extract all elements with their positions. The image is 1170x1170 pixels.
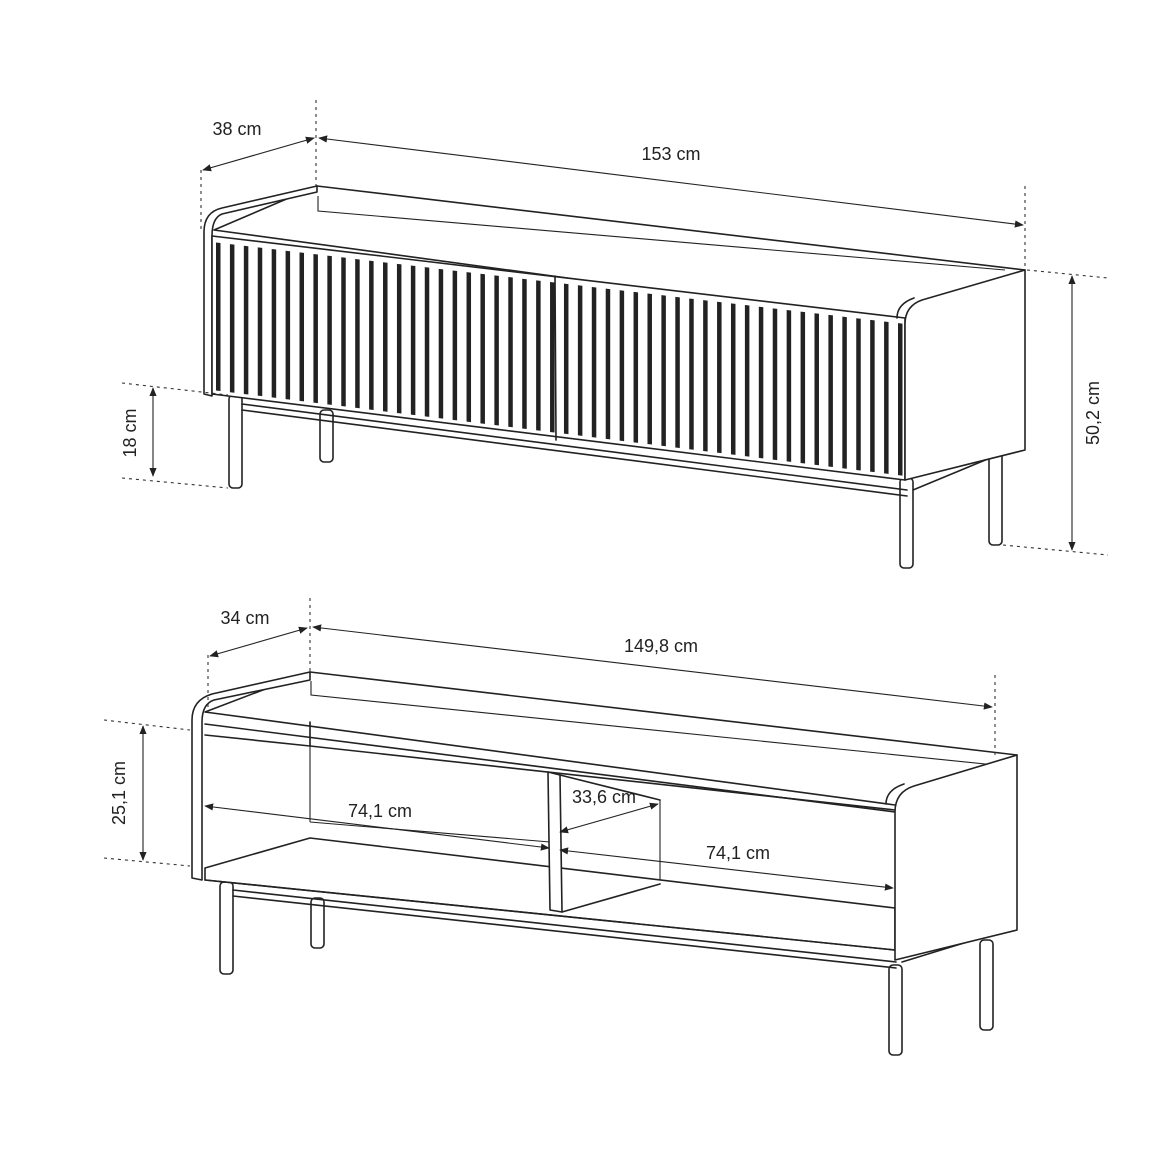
door-slat	[786, 309, 792, 462]
door-slat	[383, 262, 388, 412]
divider-top-edge	[559, 774, 661, 801]
open-right-side-round	[885, 783, 905, 805]
label-inner-depth: 33,6 cm	[572, 787, 636, 807]
door-slat	[800, 311, 806, 464]
top-board-depth	[204, 721, 896, 811]
door-slat	[550, 281, 555, 433]
door-slat	[814, 313, 819, 466]
door-slat	[605, 288, 611, 440]
door-slat	[675, 296, 680, 448]
label-shelf-height: 25,1 cm	[109, 761, 129, 825]
door-slat	[508, 277, 513, 428]
door-slat	[647, 293, 652, 445]
closed-cabinet-view	[203, 185, 1026, 569]
door-slat	[438, 268, 444, 419]
dimension-labels: 38 cm 153 cm 18 cm 50,2 cm 34 cm 149,8 c…	[109, 119, 1103, 863]
door-slat	[327, 255, 332, 405]
door-slat	[772, 308, 778, 461]
door-slat	[313, 254, 318, 404]
bottom-shelf-front	[204, 879, 896, 951]
door-slat	[744, 305, 750, 457]
door-slat	[216, 242, 221, 391]
door-slat	[870, 319, 875, 473]
label-left-compartment: 74,1 cm	[348, 801, 412, 821]
door-slat	[229, 244, 235, 393]
door-slat	[396, 263, 402, 414]
open-right-side-panel	[894, 754, 1018, 961]
door-slat	[410, 265, 416, 416]
left-side-panel	[203, 185, 318, 397]
door-split	[554, 275, 557, 441]
door-slat	[271, 249, 277, 398]
right-side-round	[896, 297, 915, 319]
door-slat	[842, 316, 847, 469]
door-slat	[299, 252, 305, 402]
cabinet-legs	[228, 394, 1003, 569]
door-slat	[577, 285, 583, 436]
door-slat	[355, 258, 360, 409]
door-slat	[424, 267, 430, 417]
door-slat	[341, 257, 346, 407]
open-top-inner-edge	[310, 681, 996, 766]
door-slat	[285, 250, 291, 400]
door-slat	[717, 301, 722, 454]
closed-view-dimensions	[121, 100, 1109, 556]
door-slat	[661, 295, 666, 447]
door-slat	[703, 300, 708, 452]
open-base-rail	[232, 889, 897, 969]
fluted-doors	[216, 242, 903, 476]
door-slat	[536, 280, 541, 431]
open-cabinet-legs	[219, 881, 994, 1056]
base-rail	[241, 403, 908, 497]
door-slat	[689, 298, 694, 450]
door-slat	[898, 323, 903, 476]
door-slat	[563, 283, 569, 435]
label-closed-depth: 38 cm	[212, 119, 261, 139]
label-closed-width: 153 cm	[641, 144, 700, 164]
door-slat	[257, 247, 263, 397]
label-right-compartment: 74,1 cm	[706, 843, 770, 863]
top-inner-edge	[317, 196, 1006, 271]
open-view-dimensions	[103, 598, 996, 891]
label-total-height: 50,2 cm	[1083, 381, 1103, 445]
door-slat	[522, 278, 527, 429]
door-slat	[633, 291, 639, 443]
door-slat	[856, 318, 861, 471]
label-open-depth: 34 cm	[220, 608, 269, 628]
open-top-panel	[204, 671, 1018, 806]
door-slat	[494, 275, 499, 426]
label-open-width: 149,8 cm	[624, 636, 698, 656]
door-slat	[243, 245, 249, 395]
label-leg-height: 18 cm	[120, 408, 140, 457]
door-slat	[730, 303, 736, 455]
door-slat	[369, 260, 374, 410]
door-slat	[452, 270, 458, 421]
door-slat	[619, 290, 625, 442]
open-cabinet-view	[191, 671, 1018, 1056]
door-slat	[758, 306, 764, 459]
door-slat	[828, 314, 833, 467]
right-side-panel	[904, 269, 1026, 481]
open-left-side-panel	[191, 671, 311, 881]
door-slat	[480, 273, 485, 424]
center-divider	[547, 771, 563, 913]
door-slat	[591, 286, 597, 438]
door-slat	[466, 272, 472, 423]
door-slat	[884, 321, 889, 474]
